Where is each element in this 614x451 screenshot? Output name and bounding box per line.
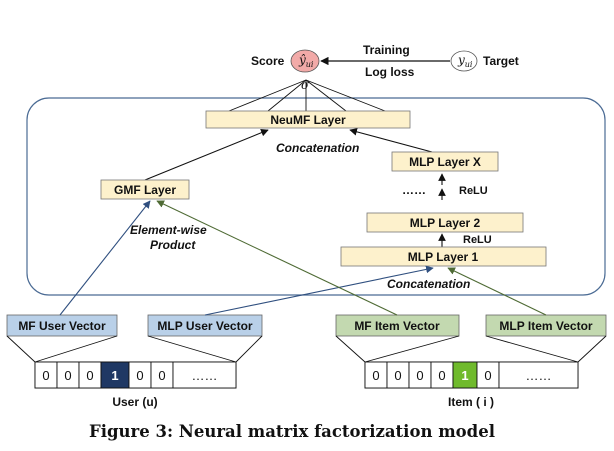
mf-item-vector [335, 314, 460, 337]
loss-label: Log loss [365, 65, 415, 79]
user-one-hot-cell-value: 0 [158, 368, 165, 383]
target-node [450, 50, 478, 72]
item-one-hot-cell [498, 361, 579, 389]
user-input-connectors [6, 335, 263, 363]
mf-user-vector [6, 314, 118, 337]
product-label: Product [150, 238, 196, 252]
mlp-layer-2 [366, 212, 524, 233]
prediction-symbol: ŷui [298, 53, 314, 69]
item-input-connectors [335, 335, 607, 363]
training-label: Training [363, 43, 410, 57]
relu-2-label: ReLU [463, 234, 492, 246]
concatenation-top-label: Concatenation [276, 141, 359, 155]
dots-label: …… [402, 183, 426, 197]
score-node [290, 49, 320, 73]
mlpx-to-neumf-arrow [349, 128, 433, 153]
user-one-hot-cell-value: 0 [86, 368, 93, 383]
concatenation-bottom-label: Concatenation [387, 277, 470, 291]
gmf-layer [100, 179, 190, 200]
mlp-layer-x [391, 151, 499, 172]
item-one-hot-cell-value: 0 [372, 368, 379, 383]
user-one-hot-cell-value: …… [192, 368, 218, 383]
user-label: User (u) [112, 395, 157, 409]
mlp-user-to-mlp1-arrow [204, 265, 434, 316]
figure-caption: Figure 3: Neural matrix factorization mo… [89, 422, 495, 441]
item-one-hot-cell-value: 0 [394, 368, 401, 383]
user-one-hot-cell [172, 361, 237, 389]
neumf-fan-lines [228, 79, 386, 112]
mlp-item-vector-label: MLP Item Vector [499, 319, 592, 333]
item-one-hot-cell-value: …… [526, 368, 552, 383]
gmf-layer-label: GMF Layer [114, 183, 176, 197]
mlp-user-vector-label: MLP User Vector [157, 319, 252, 333]
mf-item-vector-label: MF Item Vector [354, 319, 440, 333]
item-one-hot-cell-value: 0 [416, 368, 423, 383]
mlp-item-to-mlp1-arrow [447, 267, 547, 316]
item-one-hot-cell-value: 0 [438, 368, 445, 383]
target-symbol: yui [457, 53, 473, 69]
mlp-layer-2-label: MLP Layer 2 [410, 216, 481, 230]
user-one-hot-cell-value: 0 [42, 368, 49, 383]
gmf-to-neumf-arrow [144, 129, 269, 181]
item-one-hot-cell-value: 0 [484, 368, 491, 383]
target-label: Target [483, 54, 519, 68]
sigma-symbol: σ [301, 78, 310, 92]
mf-item-to-gmf-arrow [156, 200, 398, 316]
mlp-layer-1-label: MLP Layer 1 [408, 250, 479, 264]
score-label: Score [251, 54, 285, 68]
mf-user-to-gmf-arrow [59, 200, 151, 316]
user-one-hot-cell-value: 1 [111, 368, 118, 383]
neumf-layer-label: NeuMF Layer [270, 113, 346, 127]
mlp-layer-x-label: MLP Layer X [409, 155, 481, 169]
neumf-layer [205, 110, 411, 129]
element-wise-label: Element-wise [130, 223, 207, 237]
model-frame [26, 97, 606, 296]
user-one-hot-cell-value: 0 [136, 368, 143, 383]
user-one-hot-cell [100, 361, 130, 389]
mlp-layer-1 [340, 246, 547, 267]
mf-user-vector-label: MF User Vector [18, 319, 106, 333]
item-label: Item ( i ) [448, 395, 494, 409]
item-one-hot-cell-value: 1 [461, 368, 468, 383]
relu-1-label: ReLU [459, 185, 488, 197]
user-one-hot-cell-value: 0 [64, 368, 71, 383]
